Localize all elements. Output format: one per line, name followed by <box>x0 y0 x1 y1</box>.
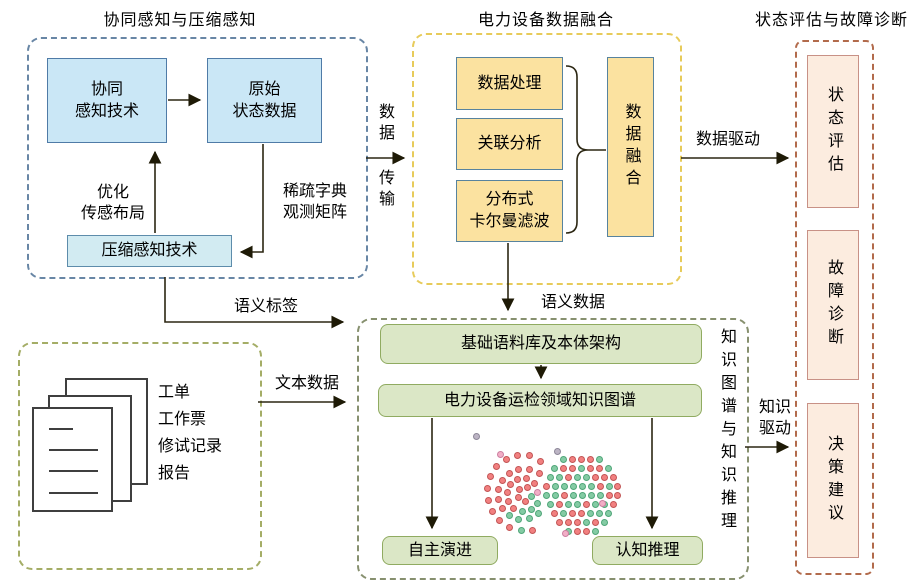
semantic-data-label: 语义数据 <box>541 294 606 311</box>
knowledge-side-title: 知识图谱与知识推理 <box>718 328 735 535</box>
collaborative-sensing-box: 协同 感知技术 <box>47 58 167 143</box>
sparse-dictionary-label: 稀疏字典 观测矩阵 <box>282 183 347 221</box>
knowledge-graph-box: 电力设备运检领域知识图谱 <box>378 384 702 417</box>
knowledge-panel <box>357 318 749 580</box>
knowledge-driven-label: 知识驱动 <box>758 399 791 437</box>
fault-diagnosis-box: 故障诊断 <box>807 230 859 380</box>
data-fusion-label: 数据融合 <box>622 103 640 191</box>
raw-state-data-line1: 原始 <box>248 80 281 98</box>
data-driven-label: 数据驱动 <box>696 131 761 148</box>
raw-state-data-box: 原始 状态数据 <box>207 58 322 143</box>
text-data-label: 文本数据 <box>275 375 340 392</box>
document-type-item: 报告 <box>158 465 191 482</box>
data-transfer-label-bottom: 传输 <box>376 169 393 211</box>
decision-suggestion-box: 决策建议 <box>807 403 859 558</box>
data-fusion-box: 数据融合 <box>607 57 654 237</box>
fusion-panel <box>412 33 682 285</box>
panel-title-sensing: 协同感知与压缩感知 <box>103 12 257 29</box>
panel-title-assessment: 状态评估与故障诊断 <box>755 12 907 29</box>
document-page-front <box>32 407 113 512</box>
document-text-line <box>49 428 73 430</box>
data-transfer-label-top: 数据 <box>376 103 393 145</box>
document-text-line <box>49 449 98 451</box>
kalman-filter-line2: 卡尔曼滤波 <box>469 213 550 230</box>
self-evolution-box: 自主演进 <box>382 536 498 565</box>
corpus-ontology-box: 基础语料库及本体架构 <box>380 324 702 364</box>
document-type-item: 工作票 <box>158 411 207 428</box>
compressed-sensing-box: 压缩感知技术 <box>67 235 232 267</box>
document-type-item: 工单 <box>158 384 191 401</box>
state-assessment-box: 状态评估 <box>807 55 859 208</box>
kalman-filter-box: 分布式 卡尔曼滤波 <box>456 180 563 242</box>
document-type-item: 修试记录 <box>158 438 223 455</box>
cognitive-reasoning-box: 认知推理 <box>592 536 703 565</box>
optimize-layout-label: 优化 传感布局 <box>80 184 145 222</box>
assessment-panel <box>795 40 874 575</box>
semantic-tag-label: 语义标签 <box>234 298 299 315</box>
document-text-line <box>49 470 98 472</box>
documents-panel <box>18 342 262 570</box>
kalman-filter-line1: 分布式 <box>485 191 534 208</box>
collaborative-sensing-line2: 感知技术 <box>74 102 139 120</box>
document-type-list: 工单 工作票 修试记录 报告 <box>158 379 222 487</box>
correlation-analysis-box: 关联分析 <box>456 118 563 170</box>
document-text-line <box>49 492 98 494</box>
collaborative-sensing-line1: 协同 <box>90 80 123 98</box>
data-processing-box: 数据处理 <box>456 57 563 110</box>
raw-state-data-line2: 状态数据 <box>232 102 297 120</box>
panel-title-fusion: 电力设备数据融合 <box>477 12 614 29</box>
